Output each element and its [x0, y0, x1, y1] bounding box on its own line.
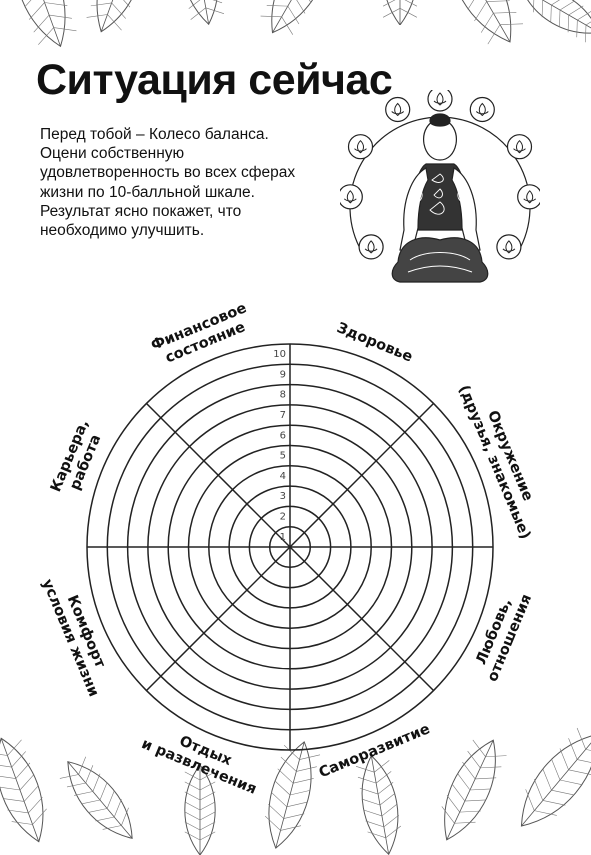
- leaf-decoration: [14, 0, 77, 48]
- category-label-4: Окружение(друзья, знакомые): [455, 383, 536, 542]
- leaf-decoration: [441, 739, 507, 841]
- leaf-decoration: [520, 727, 591, 827]
- category-label-6: Саморазвитие: [317, 721, 433, 781]
- category-label-line: Саморазвитие: [317, 721, 433, 781]
- leaf-decoration: [520, 0, 591, 43]
- intro-line: жизни по 10-балльной шкале.: [40, 183, 255, 201]
- category-label-5: Любовь,отношения: [473, 592, 535, 684]
- meditating-figure-illustration: [340, 90, 540, 283]
- leaf-decoration: [86, 0, 144, 33]
- leaf-icon: [340, 184, 363, 210]
- category-label-3: Здоровье: [334, 320, 415, 366]
- intro-line: удовлетворенность во всех сферах: [40, 164, 296, 182]
- intro-text: Перед тобой – Колесо баланса. Оцени собс…: [40, 125, 340, 240]
- balance-wheel: 1 2 3 4 5 6 7 8 9 10 Карьера,работа Финансовоесост…: [40, 300, 536, 798]
- hamsa-icon: [347, 134, 374, 160]
- scale-number: 3: [280, 491, 286, 502]
- leaf-decoration: [382, 0, 418, 25]
- wheel-spoke-4: [145, 402, 435, 692]
- intro-line: Перед тобой – Колесо баланса.: [40, 126, 269, 143]
- category-label-1: Карьера,работа: [48, 417, 104, 494]
- lotus-flower-icon: [469, 96, 495, 123]
- lotus-icon: [385, 96, 411, 123]
- scale-number: 1: [280, 532, 286, 543]
- page-title: Ситуация сейчас: [36, 56, 393, 104]
- scale-number: 8: [280, 390, 286, 401]
- scale-number: 4: [280, 471, 286, 482]
- leaf-decoration: [260, 0, 329, 35]
- scale-number: 9: [280, 369, 286, 380]
- figure: [391, 113, 489, 283]
- scale-number: 6: [280, 430, 286, 441]
- sun-icon: [496, 234, 522, 260]
- category-label-line: Здоровье: [334, 320, 415, 366]
- scale-number: 2: [280, 512, 286, 523]
- intro-line: Оцени собственную: [40, 145, 185, 163]
- triple-leaf-icon: [506, 134, 533, 160]
- water-drop-icon: [427, 90, 453, 112]
- intro-line: Результат ясно покажет, что: [40, 202, 242, 220]
- tulip-icon: [517, 184, 540, 210]
- leaf-decoration: [448, 0, 523, 45]
- swirl-icon: [358, 234, 384, 260]
- leaf-decoration: [181, 0, 225, 25]
- scale-number: 10: [273, 349, 286, 360]
- scale-number: 5: [280, 451, 286, 462]
- intro-line: необходимо улучшить.: [40, 222, 205, 240]
- scale-number: 7: [280, 410, 286, 421]
